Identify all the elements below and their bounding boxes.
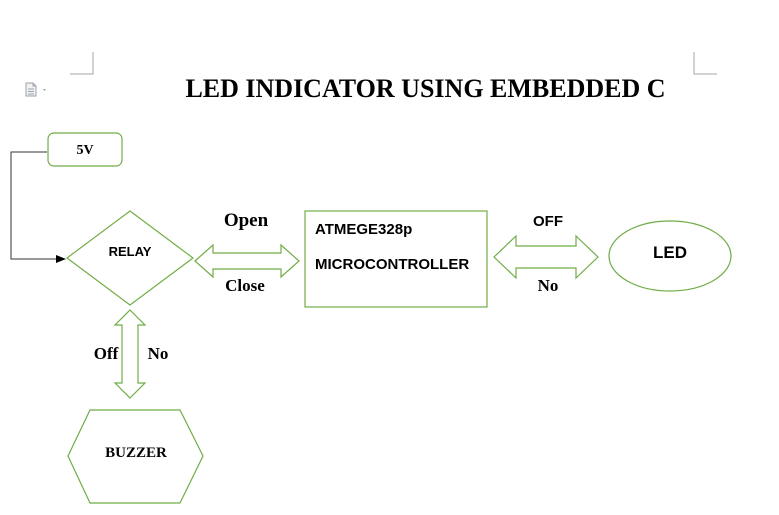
relay-label: RELAY: [109, 244, 152, 259]
relay-node[interactable]: RELAY: [65, 210, 195, 306]
microcontroller-type-label: MICROCONTROLLER: [315, 256, 469, 273]
buzzer-label: BUZZER: [105, 445, 167, 461]
microcontroller-model-label: ATMEGE328p: [315, 221, 412, 238]
margin-marks: [70, 52, 717, 75]
relay-mcu-arrow: [194, 243, 300, 279]
relay-mcu-top-label: Open: [224, 210, 269, 231]
mcu-led-top-label: OFF: [533, 213, 563, 230]
page-title: LED INDICATOR USING EMBEDDED C: [185, 74, 666, 103]
relay-mcu-bottom-label: Close: [225, 276, 265, 295]
microcontroller-node[interactable]: ATMEGE328p MICROCONTROLLER: [304, 210, 488, 308]
led-node[interactable]: LED: [608, 220, 732, 292]
power-connector: [10, 151, 66, 263]
mcu-led-bottom-label: No: [538, 276, 559, 295]
mcu-led-arrow: [493, 234, 599, 280]
led-label: LED: [653, 243, 687, 262]
relay-buzzer-right-label: No: [148, 344, 169, 363]
relay-buzzer-left-label: Off: [94, 344, 119, 363]
power-label: 5V: [76, 143, 93, 158]
buzzer-node[interactable]: BUZZER: [67, 409, 204, 504]
document-icon[interactable]: [25, 82, 51, 103]
power-node[interactable]: 5V: [47, 132, 123, 167]
relay-buzzer-arrow: [113, 309, 147, 399]
